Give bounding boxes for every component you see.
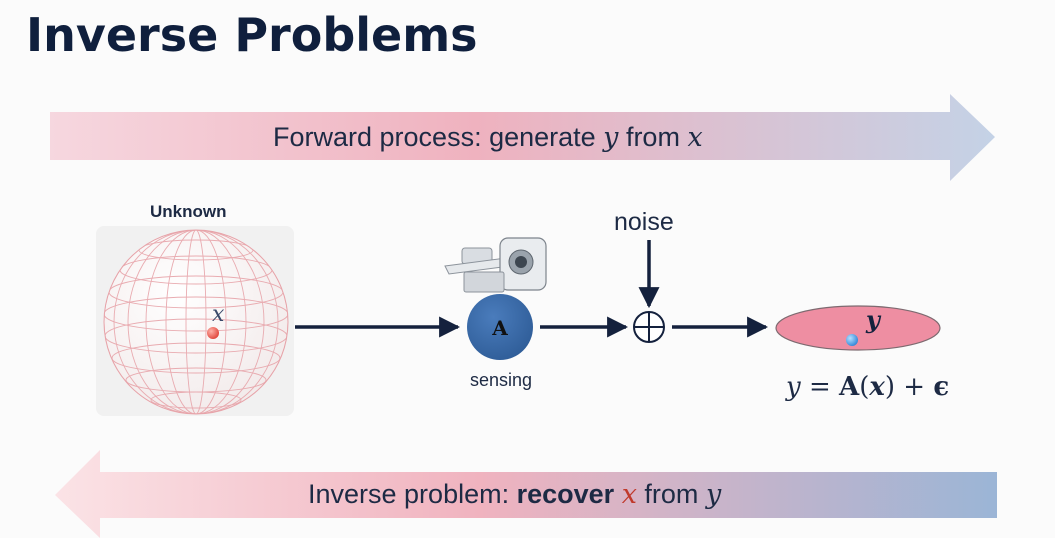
sensing-operator bbox=[467, 294, 533, 360]
unknown-point bbox=[207, 327, 219, 339]
measurement-space bbox=[775, 305, 941, 351]
noise-sum-icon bbox=[633, 311, 665, 343]
measurement-point bbox=[846, 334, 858, 346]
mri-scanner-icon bbox=[444, 237, 547, 293]
forward-arrow bbox=[50, 94, 995, 181]
operator-label: A bbox=[491, 316, 508, 340]
inverse-arrow bbox=[55, 450, 997, 538]
forward-model-equation: y = A(x) + ϵ bbox=[786, 372, 950, 402]
measurement-y-label: y bbox=[865, 305, 882, 334]
unknown-sphere bbox=[103, 229, 289, 415]
inverse-problem-label: Inverse problem: recover x from y bbox=[308, 479, 722, 510]
noise-label: noise bbox=[614, 208, 674, 236]
sensing-label: sensing bbox=[470, 370, 533, 390]
forward-process-label: Forward process: generate y from x bbox=[273, 122, 703, 153]
unknown-label: Unknown bbox=[150, 202, 227, 221]
point-x-label: x bbox=[212, 302, 225, 327]
page-title: Inverse Problems bbox=[26, 8, 478, 62]
